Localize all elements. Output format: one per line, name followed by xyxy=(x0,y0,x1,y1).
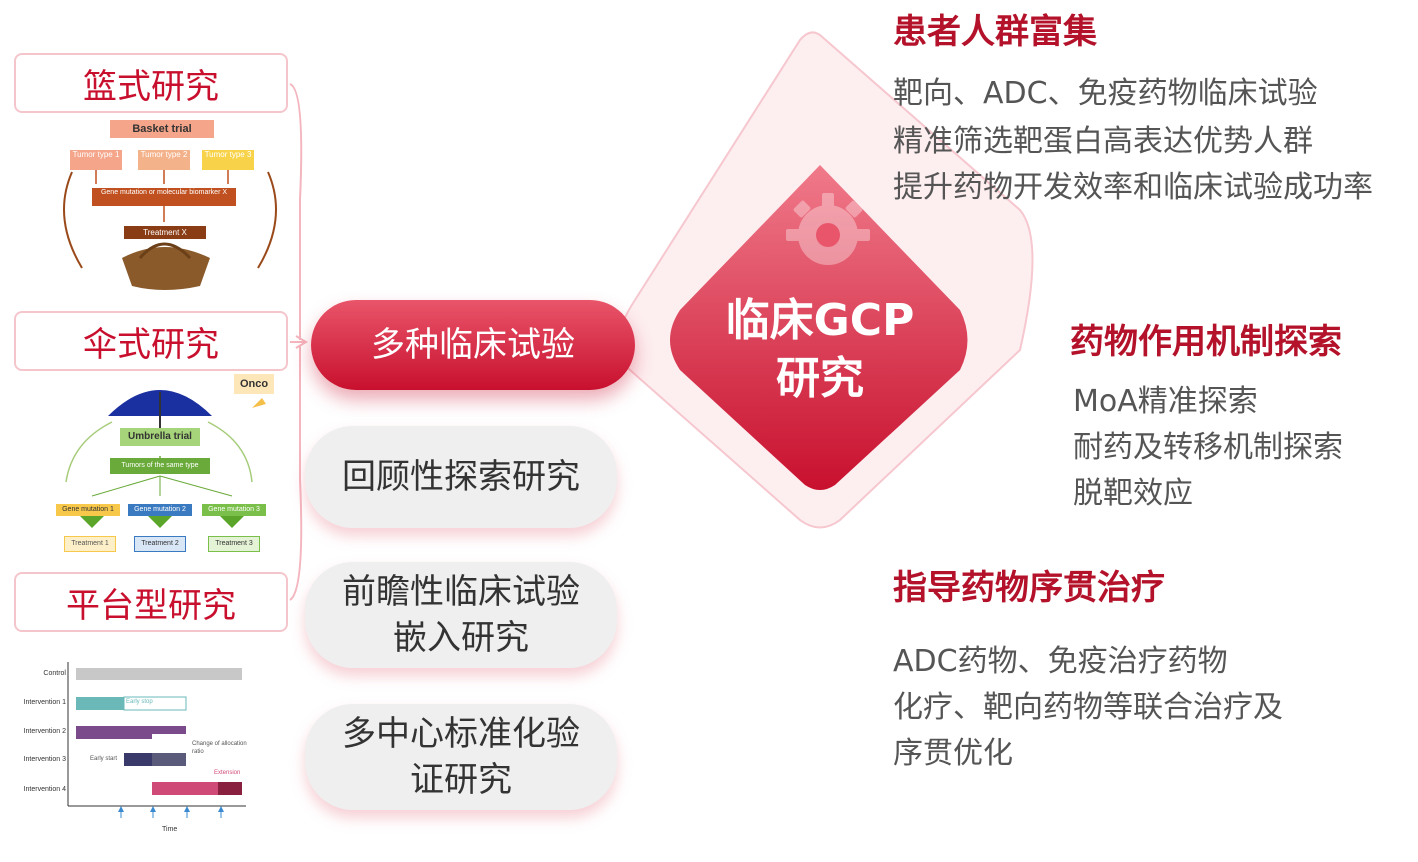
umbrella-trial-figure: Onco Umbrella trial Tumors of the same t… xyxy=(52,372,274,554)
multicenter-line-1: 多中心标准化验 xyxy=(342,714,580,754)
prospective-line-2: 嵌入研究 xyxy=(393,618,529,658)
sequential-line-1: ADC药物、免疫治疗药物 xyxy=(893,644,1228,679)
center-diamond xyxy=(670,165,968,490)
treatment-x-box: Treatment X xyxy=(124,226,206,239)
patient-enrichment-line-3: 提升药物开发效率和临床试验成功率 xyxy=(893,170,1373,205)
umbrella-icon xyxy=(65,390,266,528)
mechanism-exploration-title: 药物作用机制探索 xyxy=(1070,322,1342,362)
umbrella-title: Umbrella trial xyxy=(120,428,200,446)
prospective-line-1: 前瞻性临床试验 xyxy=(342,572,580,612)
patient-enrichment-title: 患者人群富集 xyxy=(893,12,1097,52)
treatment-3: Treatment 3 xyxy=(208,536,260,552)
gear-icon xyxy=(786,193,870,265)
umbrella-study-box: 伞式研究 xyxy=(14,311,288,371)
multicenter-standardized-pill: 多中心标准化验 证研究 xyxy=(305,704,617,810)
sequential-therapy-title: 指导药物序贯治疗 xyxy=(893,568,1165,608)
basket-icon xyxy=(63,170,277,290)
patient-enrichment-line-2: 精准筛选靶蛋白高表达优势人群 xyxy=(893,124,1313,159)
onco-tag: Onco xyxy=(234,374,274,394)
basket-title: Basket trial xyxy=(110,120,214,138)
platform-timeline xyxy=(67,662,246,818)
note-extension: Extension xyxy=(214,770,241,776)
gene-mutation-2: Gene mutation 2 xyxy=(128,504,192,516)
basket-trial-figure: Basket trial Tumor type 1 Tumor type 2 T… xyxy=(52,118,288,290)
multiple-clinical-trials-pill: 多种临床试验 xyxy=(311,300,635,390)
center-title-line-2: 研究 xyxy=(776,353,864,404)
retrospective-study-pill: 回顾性探索研究 xyxy=(305,426,617,528)
biomarker-box: Gene mutation or molecular biomarker X xyxy=(92,188,236,206)
time-axis-label: Time xyxy=(162,826,178,833)
treatment-1: Treatment 1 xyxy=(64,536,116,552)
note-early-start: Early start xyxy=(90,756,118,762)
umbrella-sub: Tumors of the same type xyxy=(110,458,210,474)
platform-study-box: 平台型研究 xyxy=(14,572,288,632)
center-title: 临床GCP 研究 xyxy=(700,292,940,408)
gene-mutation-1: Gene mutation 1 xyxy=(56,504,120,516)
multicenter-line-2: 证研究 xyxy=(410,760,512,800)
row-label-intervention-3: Intervention 3 xyxy=(23,756,66,763)
retrospective-study-label: 回顾性探索研究 xyxy=(342,457,580,497)
mechanism-line-3: 脱靶效应 xyxy=(1073,476,1193,511)
treatment-2: Treatment 2 xyxy=(134,536,186,552)
row-label-intervention-4: Intervention 4 xyxy=(23,786,66,793)
gene-mutation-3: Gene mutation 3 xyxy=(202,504,266,516)
sequential-line-2: 化疗、靶向药物等联合治疗及 xyxy=(893,690,1283,725)
patient-enrichment-line-1: 靶向、ADC、免疫药物临床试验 xyxy=(893,76,1318,111)
note-early-stop: Early stop xyxy=(126,699,153,705)
tumor-type-1: Tumor type 1 xyxy=(70,150,122,170)
prospective-embedded-pill: 前瞻性临床试验 嵌入研究 xyxy=(305,562,617,668)
tumor-type-2: Tumor type 2 xyxy=(138,150,190,170)
row-label-intervention-1: Intervention 1 xyxy=(23,699,66,706)
mechanism-line-1: MoA精准探索 xyxy=(1073,384,1258,419)
mechanism-line-2: 耐药及转移机制探索 xyxy=(1073,430,1343,465)
basket-study-box: 篮式研究 xyxy=(14,53,288,113)
platform-trial-figure: Control Intervention 1 Intervention 2 In… xyxy=(14,656,254,842)
row-label-control: Control xyxy=(43,670,66,677)
multiple-clinical-trials-label: 多种临床试验 xyxy=(371,325,575,365)
row-label-intervention-2: Intervention 2 xyxy=(23,728,66,735)
sequential-line-3: 序贯优化 xyxy=(893,736,1013,771)
center-title-line-1: 临床GCP xyxy=(725,295,915,346)
note-change-allocation: Change of allocation ratio xyxy=(192,741,247,755)
tumor-type-3: Tumor type 3 xyxy=(202,150,254,170)
